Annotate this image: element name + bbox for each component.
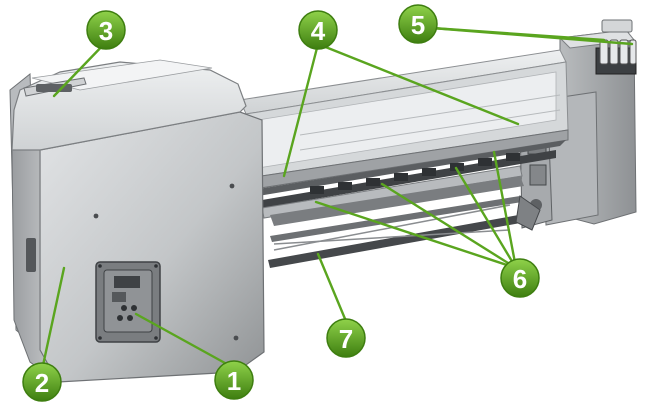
callout-3: 3 [86, 10, 126, 50]
leader-6a [314, 200, 518, 270]
ink-cartridges [595, 39, 637, 75]
media-clips [310, 153, 520, 194]
rear-control-panel [95, 261, 161, 343]
callout-1-label: 1 [227, 366, 241, 396]
leader-2 [40, 266, 66, 372]
leader-3 [52, 38, 110, 98]
leader-5b [430, 26, 634, 46]
leader-6d [492, 150, 518, 270]
leader-1 [134, 312, 236, 370]
callout-2-label: 2 [35, 368, 49, 398]
leader-6c [454, 166, 518, 270]
leader-4b [316, 42, 520, 126]
callout-3-label: 3 [99, 16, 113, 46]
callout-2: 2 [22, 362, 62, 402]
leader-4a [282, 42, 320, 178]
callout-5-label: 5 [411, 10, 425, 40]
callout-6: 6 [500, 258, 540, 298]
leader-7 [316, 252, 350, 328]
callout-7-label: 7 [339, 324, 353, 354]
leader-6b [380, 182, 518, 270]
media-spindle [268, 195, 541, 268]
callout-1: 1 [214, 360, 254, 400]
callout-4-label: 4 [311, 16, 326, 46]
left-main-unit [9, 59, 265, 383]
callout-6-label: 6 [513, 264, 527, 294]
leader-lines [40, 26, 634, 372]
callout-7: 7 [326, 318, 366, 358]
callout-4: 4 [298, 10, 338, 50]
callout-5: 5 [398, 4, 438, 44]
